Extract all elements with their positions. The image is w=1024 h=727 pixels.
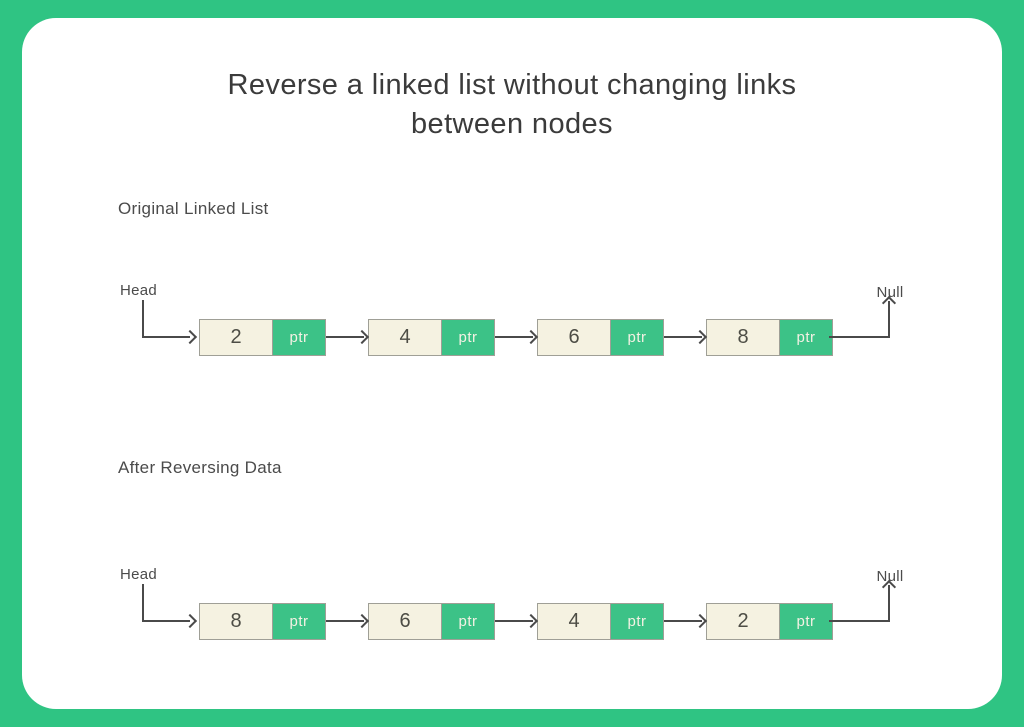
node-value: 2: [707, 604, 779, 639]
node-sequence: 8 ptr 6 ptr 4 ptr 2 ptr: [199, 603, 833, 640]
next-arrow-icon: [523, 613, 539, 629]
node-value: 2: [200, 320, 272, 355]
node-pointer: ptr: [610, 320, 663, 355]
next-arrow-line: [495, 336, 533, 338]
node-pointer: ptr: [272, 320, 325, 355]
next-arrow-line: [664, 336, 702, 338]
next-arrow-icon: [523, 329, 539, 345]
head-arrow-hline: [142, 336, 190, 338]
content-card: Reverse a linked list without changing l…: [22, 18, 1002, 709]
node-value: 6: [538, 320, 610, 355]
null-arrow-hline: [829, 620, 890, 622]
page-title-text: Reverse a linked list without changing l…: [227, 69, 797, 140]
next-arrow-icon: [692, 329, 708, 345]
next-arrow: [326, 320, 370, 355]
next-arrow-icon: [354, 329, 370, 345]
linked-list-original: Head 2 ptr 4 ptr 6 ptr: [118, 282, 978, 362]
head-arrow-hline: [142, 620, 190, 622]
section-label-original: Original Linked List: [118, 199, 269, 218]
list-node: 4 ptr: [537, 603, 664, 640]
node-pointer: ptr: [272, 604, 325, 639]
list-node: 6 ptr: [368, 603, 495, 640]
next-arrow: [495, 604, 539, 639]
list-node: 2 ptr: [199, 319, 326, 356]
next-arrow: [664, 604, 708, 639]
next-arrow-icon: [692, 613, 708, 629]
node-value: 4: [538, 604, 610, 639]
next-arrow-line: [326, 620, 364, 622]
head-label: Head: [120, 566, 158, 583]
node-pointer: ptr: [610, 604, 663, 639]
null-label: Null: [876, 284, 904, 301]
next-arrow: [326, 604, 370, 639]
node-value: 8: [707, 320, 779, 355]
next-arrow-line: [326, 336, 364, 338]
list-node: 8 ptr: [706, 319, 833, 356]
linked-list-reversed: Head 8 ptr 6 ptr 4 ptr: [118, 566, 978, 646]
node-value: 4: [369, 320, 441, 355]
list-node: 4 ptr: [368, 319, 495, 356]
node-pointer: ptr: [441, 604, 494, 639]
list-node: 6 ptr: [537, 319, 664, 356]
node-pointer: ptr: [779, 320, 832, 355]
next-arrow-icon: [354, 613, 370, 629]
section-label-reversed: After Reversing Data: [118, 458, 282, 477]
page-title: Reverse a linked list without changing l…: [22, 66, 1002, 144]
node-value: 6: [369, 604, 441, 639]
head-arrow-icon: [182, 613, 198, 629]
node-pointer: ptr: [441, 320, 494, 355]
next-arrow: [495, 320, 539, 355]
list-node: 8 ptr: [199, 603, 326, 640]
null-label: Null: [876, 568, 904, 585]
next-arrow: [664, 320, 708, 355]
null-arrow-hline: [829, 336, 890, 338]
list-node: 2 ptr: [706, 603, 833, 640]
head-arrow-vline: [142, 300, 144, 338]
node-sequence: 2 ptr 4 ptr 6 ptr 8 ptr: [199, 319, 833, 356]
null-arrow-vline: [888, 585, 890, 622]
next-arrow-line: [664, 620, 702, 622]
head-arrow-vline: [142, 584, 144, 622]
node-pointer: ptr: [779, 604, 832, 639]
head-label: Head: [120, 282, 158, 299]
next-arrow-line: [495, 620, 533, 622]
head-arrow-icon: [182, 329, 198, 345]
null-arrow-vline: [888, 301, 890, 338]
node-value: 8: [200, 604, 272, 639]
